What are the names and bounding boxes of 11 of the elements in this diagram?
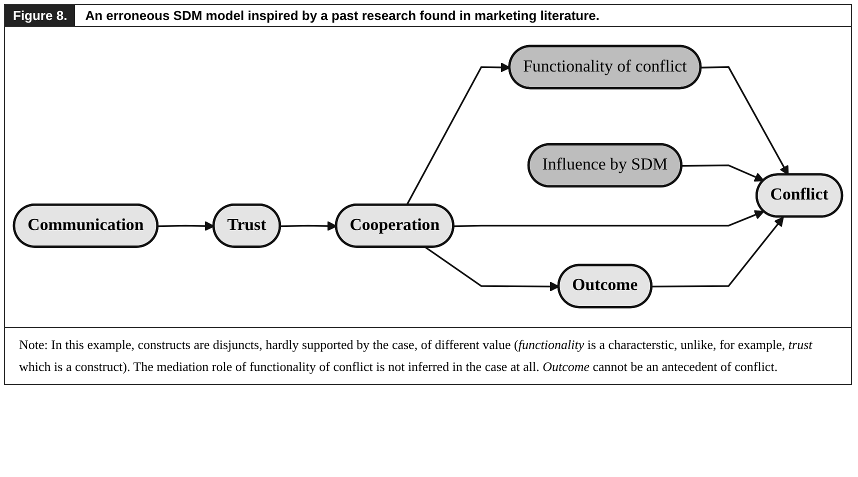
arrow (682, 164, 764, 182)
arrow (406, 62, 510, 206)
arrow (158, 222, 215, 232)
figure-number: Figure 8. (5, 5, 76, 26)
arrow (280, 222, 338, 232)
arrow (652, 217, 784, 288)
arrow (454, 210, 764, 228)
figure-title: An erroneous SDM model inspired by a past research found in marketing literature. (84, 7, 601, 25)
arrow (701, 66, 789, 176)
arrow (424, 247, 560, 292)
note-text: Note: In this example, constructs are disjuncts, hardly supported by the case, of different value (functionality is a characterstic, unlike, for example, trust which is a construct). The mediation role of functionality of conflict is not inferred in the case at all. Outcome cannot be an antecedent of conflict. (18, 336, 814, 376)
